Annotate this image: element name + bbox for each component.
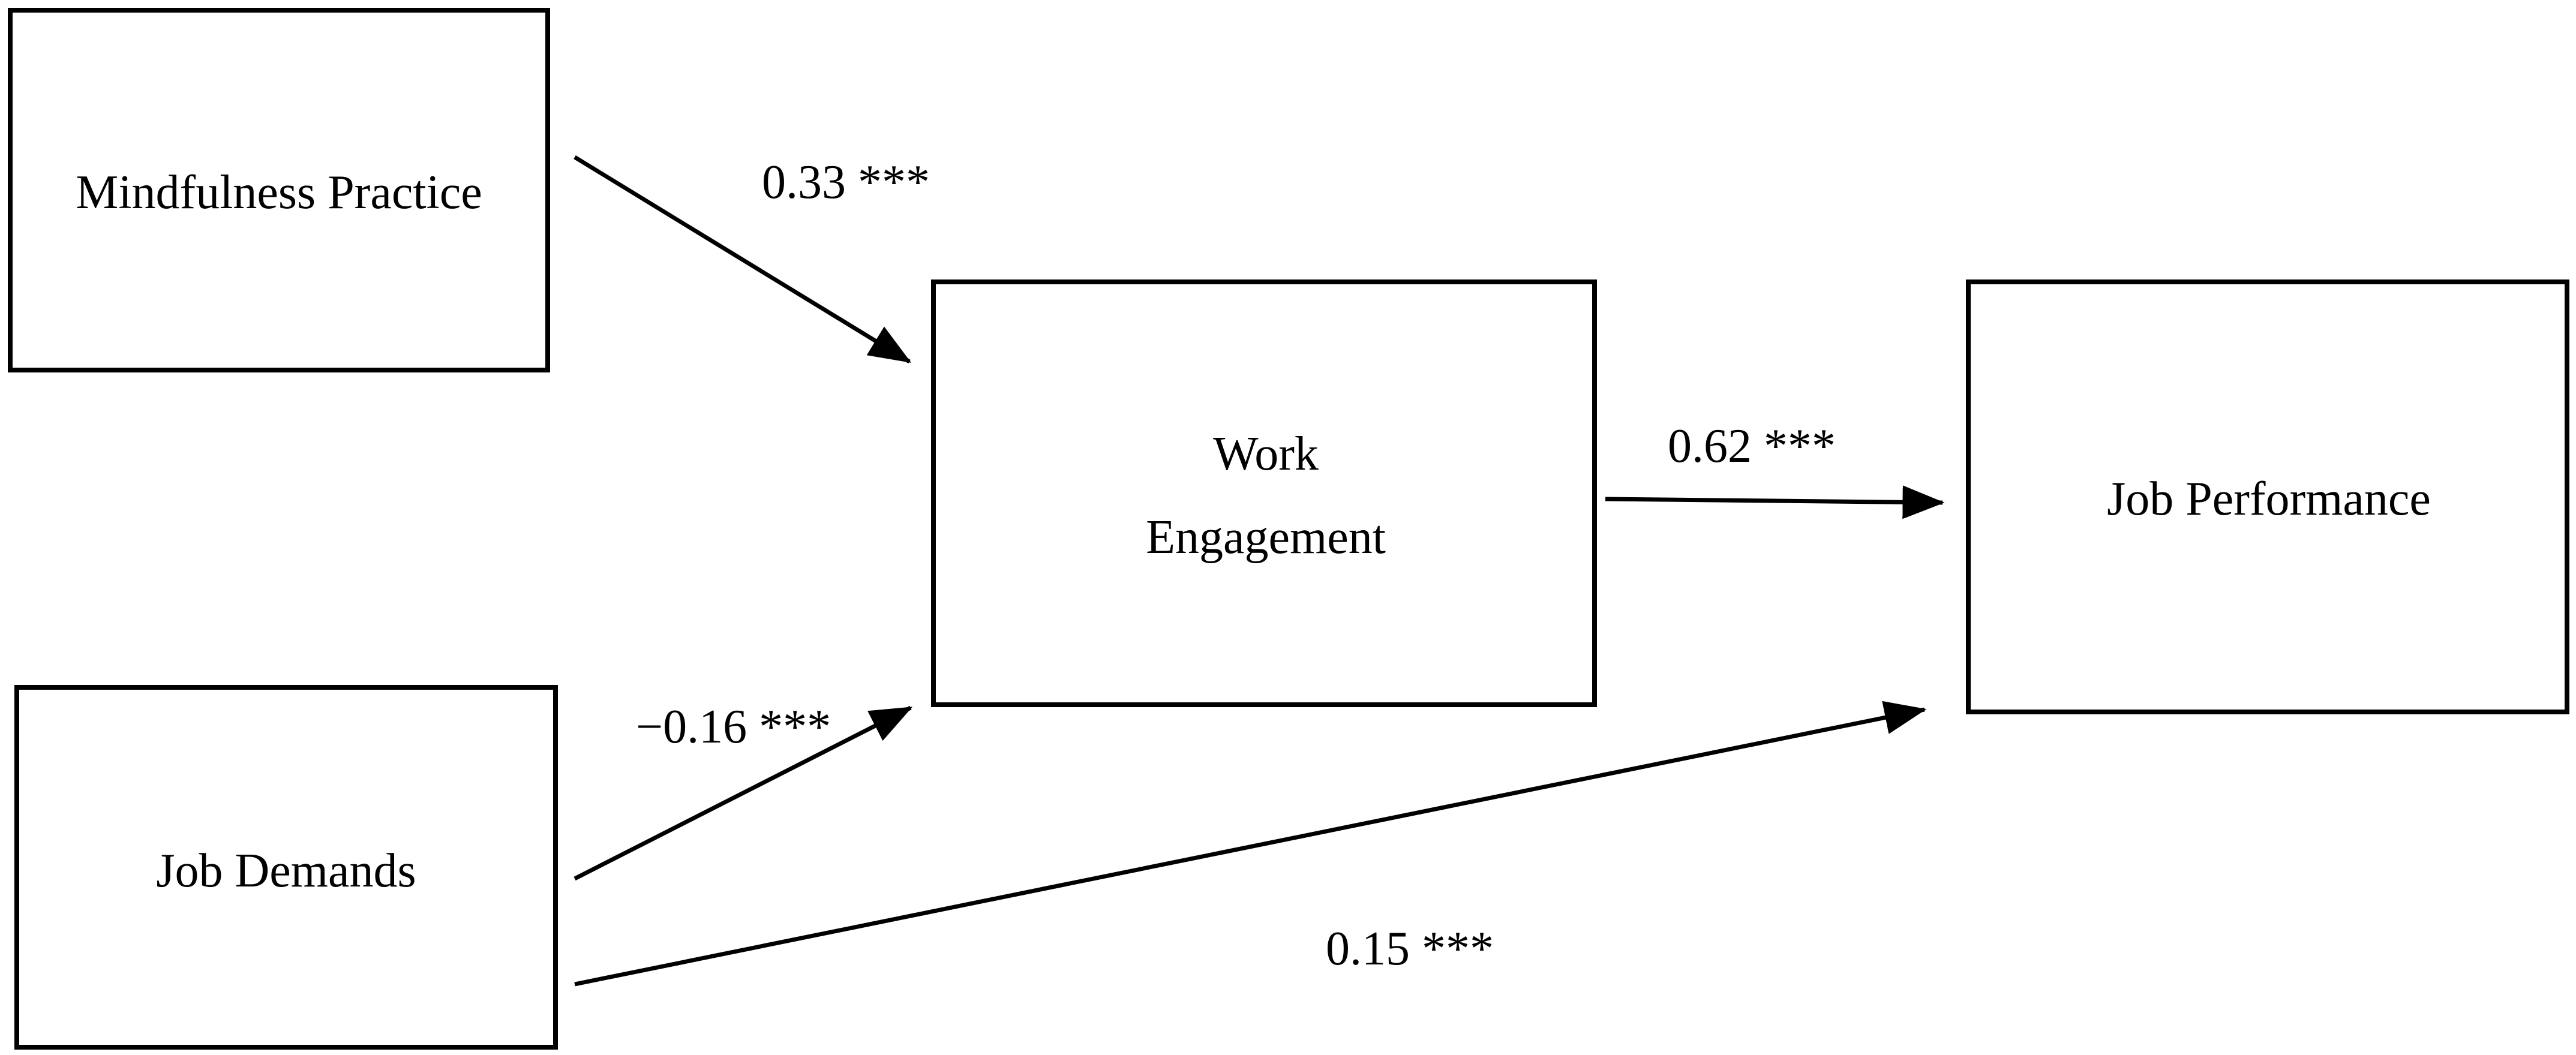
node-work-engagement: Work Engagement — [931, 279, 1597, 707]
coefficient-mindfulness-to-engagement: 0.33 *** — [762, 156, 930, 209]
node-mindfulness-practice: Mindfulness Practice — [8, 8, 550, 372]
node-label: Job Performance — [2107, 473, 2431, 525]
node-box — [14, 685, 558, 1050]
node-label: Job Demands — [156, 844, 416, 897]
node-label-line2: Engagement — [1146, 511, 1386, 564]
arrow-demands-to-performance — [574, 701, 1927, 987]
arrow-demands-to-engagement — [574, 705, 913, 881]
coefficient-engagement-to-performance: 0.62 *** — [1668, 420, 1836, 473]
coefficient-demands-to-engagement: −0.16 *** — [636, 701, 831, 753]
coefficient-demands-to-performance: 0.15 *** — [1326, 922, 1494, 975]
node-label: Mindfulness Practice — [76, 166, 482, 219]
node-box — [8, 8, 550, 372]
node-label-line1: Work — [1213, 428, 1319, 480]
node-job-performance: Job Performance — [1966, 279, 2569, 714]
node-box — [931, 279, 1597, 707]
arrow-engagement-to-performance — [1605, 485, 1945, 519]
node-job-demands: Job Demands — [14, 685, 558, 1050]
arrow-mindfulness-to-engagement — [574, 155, 911, 363]
node-box — [1966, 279, 2569, 714]
